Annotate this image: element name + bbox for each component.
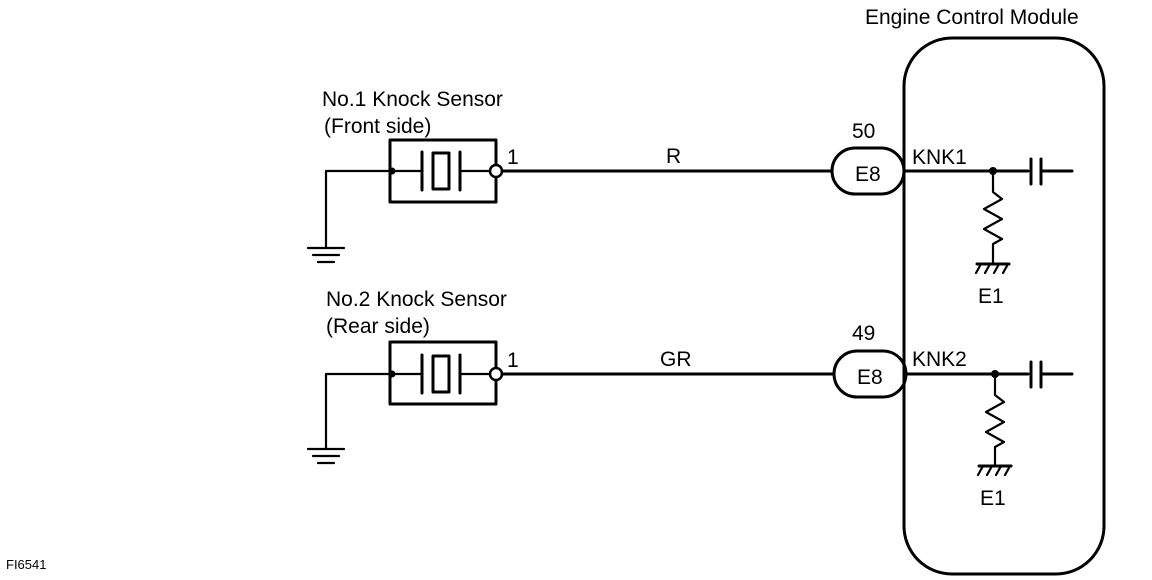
sensor-2-piezo-icon [388,340,504,406]
sensor-1-location: (Front side) [324,115,431,138]
sensor-1-circuit: No.1 Knock Sensor (Front side) 1 R 50 E8 [306,88,1074,308]
sensor-2-pin-label: 1 [507,349,519,372]
sensor-1-signal-label: KNK1 [912,146,967,169]
sensor-2-terminal-number: 49 [852,322,875,345]
sensor-2-location: (Rear side) [326,315,430,338]
sensor-2-ground-icon [306,372,394,465]
sensor-2-connector-label: E8 [857,366,883,389]
sensor-1-connector-label: E8 [855,163,881,186]
sensor-1-terminal-number: 50 [852,120,875,143]
sensor-1-capacitor-icon [1029,157,1074,186]
sensor-1-pin-label: 1 [507,146,519,169]
sensor-1-ground-icon [306,169,394,264]
sensor-2-ecm-ground-icon [976,464,1013,477]
sensor-2-ground-label: E1 [980,487,1006,510]
sensor-2-capacitor-icon [1029,360,1074,389]
sensor-1-piezo-icon [388,138,504,204]
ecm-outline [902,36,1106,576]
sensor-2-resistor-icon [984,372,1006,468]
sensor-1-ecm-ground-icon [974,262,1011,275]
sensor-2-wire-color: GR [660,348,692,371]
figure-id: FI6541 [6,557,46,572]
sensor-1-wire-color: R [666,145,681,168]
sensor-2-circuit: No.2 Knock Sensor (Rear side) 1 GR 49 E8 [306,288,1074,510]
sensor-1-name: No.1 Knock Sensor [322,88,503,111]
ecm-title: Engine Control Module [865,6,1079,29]
sensor-1-ground-label: E1 [978,285,1004,308]
sensor-1-resistor-icon [982,169,1004,266]
ecm-block: Engine Control Module [865,6,1106,576]
sensor-2-name: No.2 Knock Sensor [326,288,507,311]
sensor-2-signal-label: KNK2 [912,348,967,371]
